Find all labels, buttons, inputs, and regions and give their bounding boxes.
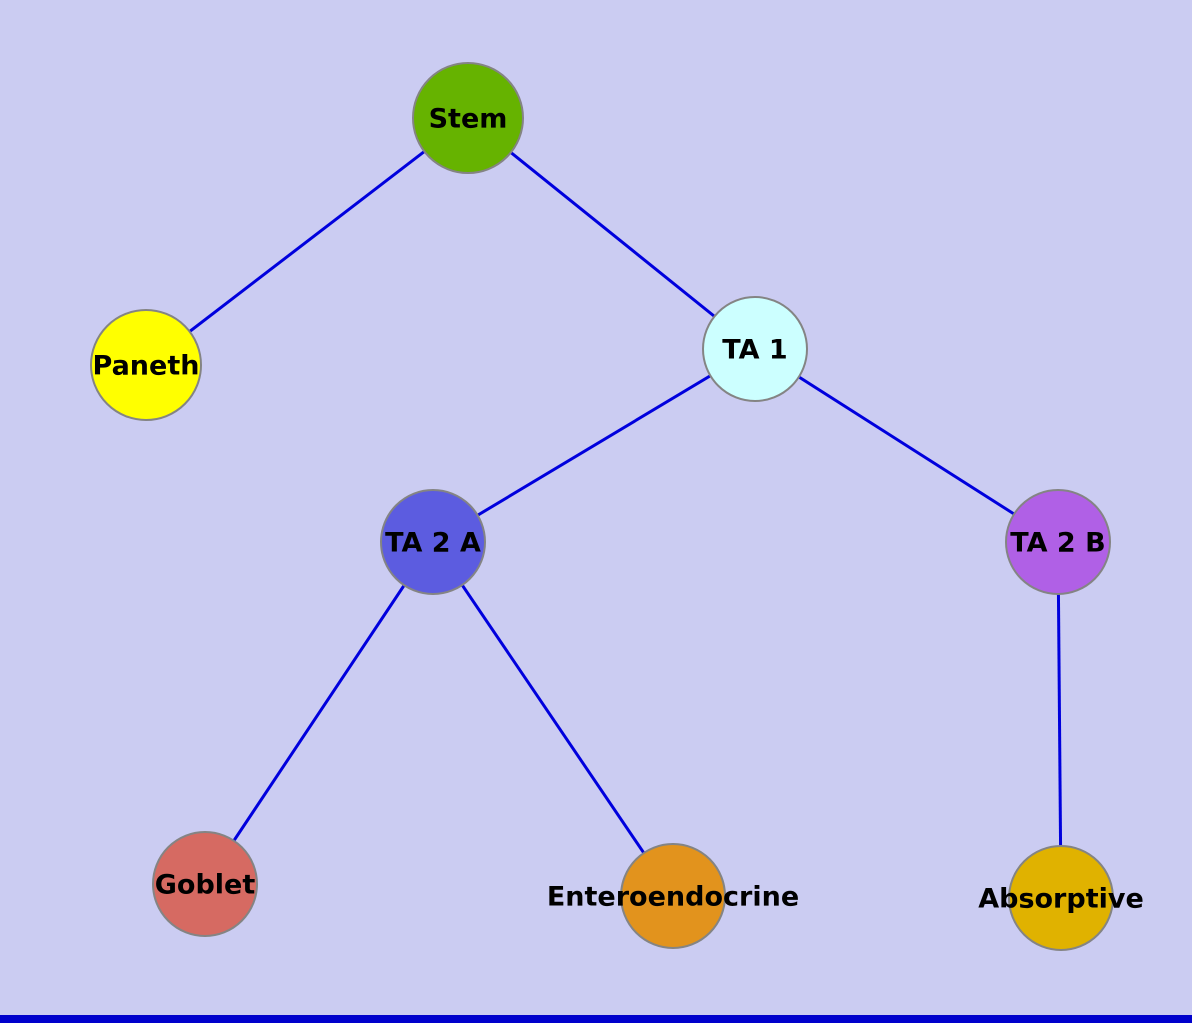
edge-stem-paneth — [145, 116, 469, 367]
node-paneth[interactable]: Paneth — [90, 309, 202, 421]
edge-ta1-ta2a — [432, 347, 756, 544]
enteroendocrine-circle[interactable] — [620, 843, 726, 949]
goblet-circle[interactable] — [152, 831, 258, 937]
ta1-circle[interactable] — [702, 296, 808, 402]
node-ta1[interactable]: TA 1 — [702, 296, 808, 402]
ta2b-circle[interactable] — [1005, 489, 1111, 595]
bottom-border-bar — [0, 1015, 1192, 1023]
edge-ta2a-goblet — [203, 541, 435, 885]
edges-layer — [145, 116, 1063, 899]
edge-ta2b-absorptive — [1056, 541, 1063, 899]
edge-ta2a-enteroendocrine — [431, 541, 675, 897]
absorptive-circle[interactable] — [1008, 845, 1114, 951]
paneth-circle[interactable] — [90, 309, 202, 421]
node-ta2a[interactable]: TA 2 A — [380, 489, 486, 595]
node-stem[interactable]: Stem — [412, 62, 524, 174]
ta2a-circle[interactable] — [380, 489, 486, 595]
edge-stem-ta1 — [467, 116, 756, 351]
node-ta2b[interactable]: TA 2 B — [1005, 489, 1111, 595]
edge-ta1-ta2b — [754, 347, 1059, 544]
node-goblet[interactable]: Goblet — [152, 831, 258, 937]
stem-circle[interactable] — [412, 62, 524, 174]
